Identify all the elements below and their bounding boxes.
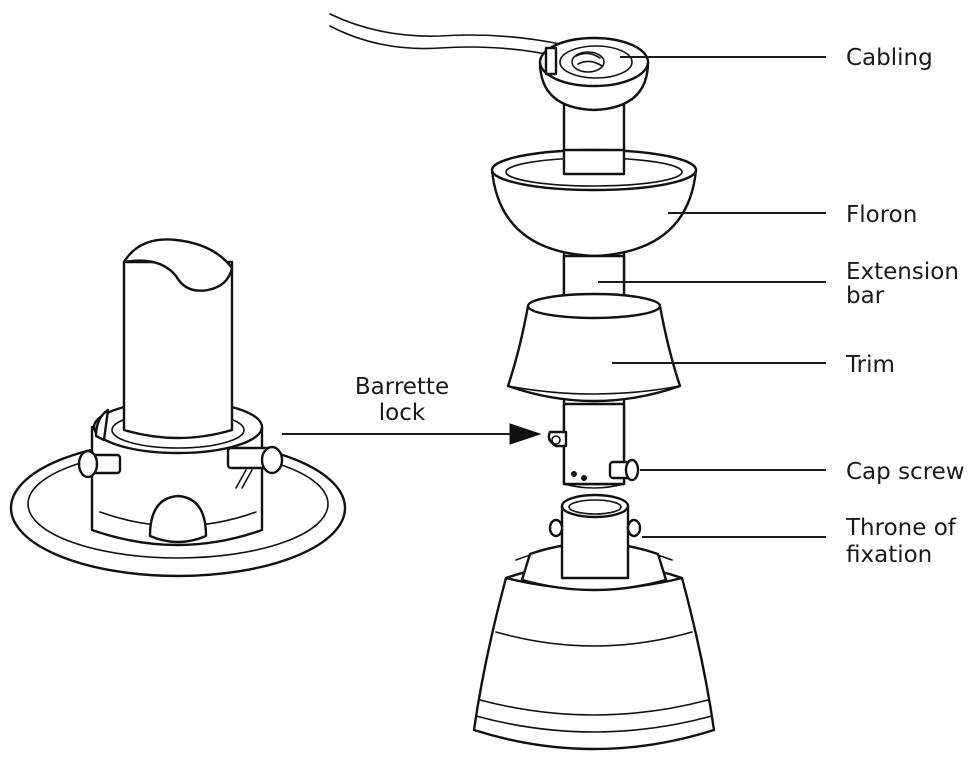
label-trim: Trim	[845, 352, 895, 378]
label-extension-bar-line1: Extension	[846, 259, 959, 285]
label-barrette-line2: lock	[379, 400, 426, 426]
barrette-arrow-head	[509, 423, 542, 445]
label-cabling: Cabling	[846, 45, 933, 71]
label-throne-line2: fixation	[846, 542, 932, 568]
label-floron: Floron	[846, 202, 917, 228]
label-cap-screw: Cap screw	[846, 459, 965, 485]
detail-view-fixation	[9, 238, 347, 578]
label-extension-bar-line2: bar	[846, 283, 885, 309]
leader-lines	[282, 56, 826, 538]
exploded-stack	[329, 13, 716, 751]
throne-of-fixation	[472, 493, 716, 751]
cable-cap	[538, 36, 650, 112]
labels: Cabling Floron Extension bar Trim Cap sc…	[355, 45, 965, 568]
floron-bowl	[490, 148, 698, 258]
trim-cone	[506, 292, 682, 403]
label-barrette-line1: Barrette	[355, 374, 449, 400]
cable-wires	[329, 13, 561, 45]
label-throne-line1: Throne of	[845, 515, 957, 541]
